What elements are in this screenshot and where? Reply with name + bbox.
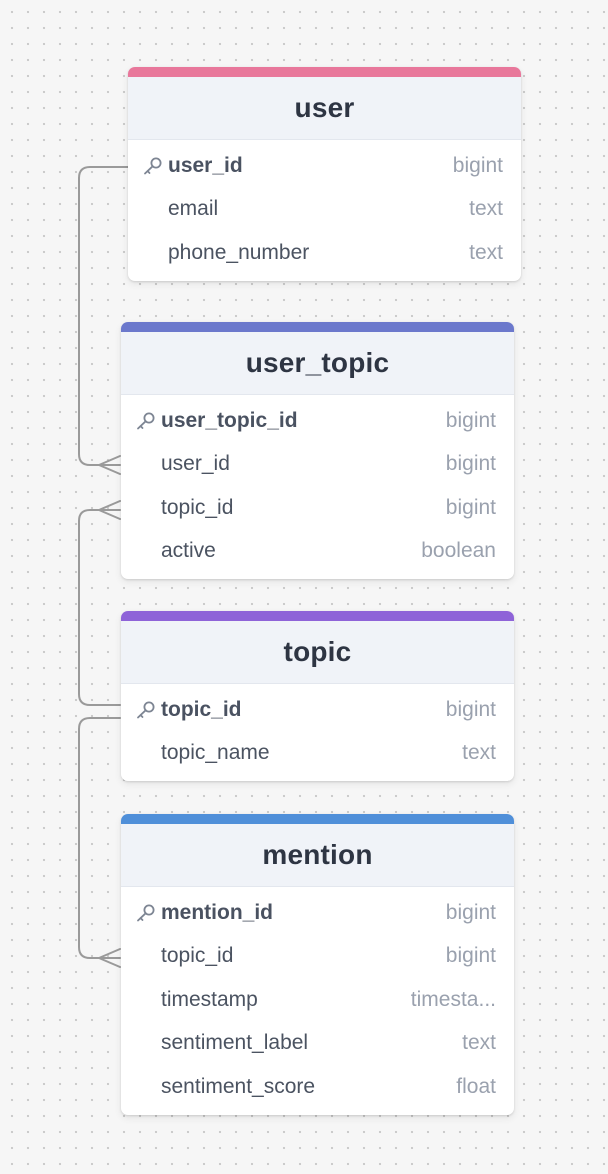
key-icon	[137, 701, 155, 719]
column-name: active	[161, 539, 216, 563]
table-user[interactable]: user user_id bigint email text phone_num…	[128, 67, 521, 281]
table-title: topic	[283, 636, 352, 667]
table-title: mention	[262, 839, 373, 870]
column-type: bigint	[445, 944, 496, 968]
table-header[interactable]: mention	[121, 824, 514, 887]
table-header[interactable]: user_topic	[121, 332, 514, 395]
column-type: bigint	[452, 153, 503, 177]
column-name: topic_id	[161, 944, 234, 968]
table-mention[interactable]: mention mention_id bigint topic_id bigin…	[121, 814, 514, 1115]
table-title: user	[294, 92, 355, 123]
column-type: timesta...	[410, 987, 496, 1011]
table-accent-bar	[121, 814, 514, 824]
column-name: phone_number	[168, 240, 310, 264]
column-name: sentiment_score	[161, 1074, 316, 1098]
table-title: user_topic	[245, 347, 390, 378]
column-type: text	[462, 1031, 496, 1055]
column-row[interactable]: email text	[128, 188, 521, 232]
column-row[interactable]: user_topic_id bigint	[121, 399, 514, 443]
connector-topic-to-user-topic	[78, 509, 121, 706]
column-type: bigint	[445, 408, 496, 432]
column-name: user_id	[161, 452, 230, 476]
column-row[interactable]: phone_number text	[128, 231, 521, 275]
column-row[interactable]: topic_name text	[121, 732, 514, 776]
column-name: sentiment_label	[161, 1031, 309, 1055]
table-columns: user_id bigint email text phone_number t…	[128, 140, 521, 281]
key-icon	[137, 904, 155, 922]
table-accent-bar	[121, 322, 514, 332]
column-name: mention_id	[161, 900, 274, 924]
column-type: bigint	[445, 452, 496, 476]
table-header[interactable]: topic	[121, 621, 514, 684]
column-type: bigint	[445, 900, 496, 924]
column-type: text	[462, 741, 496, 765]
column-row[interactable]: sentiment_score float	[121, 1065, 514, 1109]
column-type: float	[456, 1074, 496, 1098]
table-columns: user_topic_id bigint user_id bigint topi…	[121, 395, 514, 579]
column-row[interactable]: topic_id bigint	[121, 935, 514, 979]
column-row[interactable]: user_id bigint	[121, 443, 514, 487]
column-name: topic_id	[161, 697, 242, 721]
column-type: bigint	[445, 697, 496, 721]
column-type: text	[469, 240, 503, 264]
column-name: email	[168, 197, 219, 221]
key-icon	[137, 412, 155, 430]
crowfoot-user-topic-user-id	[98, 455, 121, 475]
column-name: topic_name	[161, 741, 270, 765]
column-row[interactable]: user_id bigint	[128, 144, 521, 188]
table-columns: mention_id bigint topic_id bigint timest…	[121, 887, 514, 1115]
column-type: text	[469, 197, 503, 221]
column-type: bigint	[445, 495, 496, 519]
table-columns: topic_id bigint topic_name text	[121, 684, 514, 781]
key-icon	[144, 157, 162, 175]
column-name: user_topic_id	[161, 408, 298, 432]
column-row[interactable]: active boolean	[121, 530, 514, 574]
column-name: topic_id	[161, 495, 234, 519]
column-row[interactable]: topic_id bigint	[121, 688, 514, 732]
column-name: timestamp	[161, 987, 258, 1011]
crowfoot-user-topic-topic-id	[98, 500, 121, 520]
column-type: boolean	[421, 539, 496, 563]
table-topic[interactable]: topic topic_id bigint topic_name text	[121, 611, 514, 781]
table-accent-bar	[121, 611, 514, 621]
column-row[interactable]: sentiment_label text	[121, 1022, 514, 1066]
column-name: user_id	[168, 153, 243, 177]
column-row[interactable]: mention_id bigint	[121, 891, 514, 935]
crowfoot-mention-topic-id	[98, 948, 121, 968]
connector-topic-to-mention	[78, 717, 121, 959]
column-row[interactable]: topic_id bigint	[121, 486, 514, 530]
column-row[interactable]: timestamp timesta...	[121, 978, 514, 1022]
table-accent-bar	[128, 67, 521, 77]
table-header[interactable]: user	[128, 77, 521, 140]
table-user-topic[interactable]: user_topic user_topic_id bigint user_id …	[121, 322, 514, 579]
